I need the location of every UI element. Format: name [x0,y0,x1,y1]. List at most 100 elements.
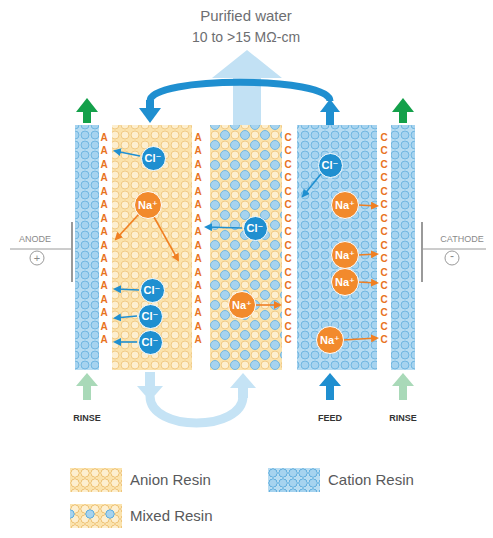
electrode-label: + [34,252,40,264]
membrane-letter: A [194,213,201,224]
ion-symbol: Na⁺ [335,250,355,261]
membrane-letter: A [100,321,107,332]
membrane-letter: A [194,267,201,278]
electrode-label: ANODE [19,235,51,245]
ion-circle: Cl⁻ [243,216,268,241]
ion-symbol: Na⁺ [138,200,158,211]
legend-swatch [268,468,320,492]
electrode-label: CATHODE [440,235,483,245]
membrane-letter: A [194,240,201,251]
membrane-letter: A [100,226,107,237]
ion-symbol: Na⁺ [320,335,340,346]
membrane-letter: C [284,240,291,251]
membrane-letter: C [284,186,291,197]
membrane-letter: A [194,145,201,156]
electrode-label: - [450,250,454,263]
membrane-letter: A [100,267,107,278]
membrane-letter: A [194,226,201,237]
membrane-letter: A [100,334,107,345]
membrane-letter: A [194,253,201,264]
membrane-letter: A [100,213,107,224]
ion-circle: Cl⁻ [138,304,163,329]
membrane-letter: A [100,132,107,143]
membrane-letter: C [284,159,291,170]
legend-swatch [70,468,122,492]
membrane-letter: A [100,294,107,305]
membrane-letter: C [380,240,387,251]
output-label: Purified water [200,8,292,25]
ion-circle: Na⁺ [316,326,344,354]
membrane-letter: A [100,186,107,197]
membrane-letter: A [194,186,201,197]
membrane-letter: A [194,321,201,332]
ion-symbol: Cl⁻ [145,153,162,164]
inlet-label: RINSE [389,414,417,424]
ion-circle: Cl⁻ [140,278,165,303]
inlet-label: RINSE [73,414,101,424]
ion-circle: Na⁺ [331,241,359,269]
ion-symbol: Cl⁻ [144,285,161,296]
membrane-letter: A [194,199,201,210]
membrane-letter: A [100,172,107,183]
membrane-letter: A [194,280,201,291]
membrane-letter: C [284,172,291,183]
membrane-letter: C [284,226,291,237]
membrane-letter: A [100,159,107,170]
membrane-letter: C [380,321,387,332]
ion-circle: Na⁺ [331,268,359,296]
membrane-letter: C [380,213,387,224]
ion-circle: Na⁺ [331,191,359,219]
membrane-letter: C [284,253,291,264]
membrane-letter: A [194,294,201,305]
membrane-letter: C [380,334,387,345]
legend-text: Mixed Resin [130,508,213,525]
ion-circle: Cl⁻ [138,330,163,355]
inlet-label: FEED [318,414,342,424]
membrane-letter: C [284,267,291,278]
membrane-letter: A [100,307,107,318]
membrane-letter: C [380,186,387,197]
membrane-letter: C [284,307,291,318]
ion-circle: Na⁺ [134,191,162,219]
ion-symbol: Na⁺ [335,200,355,211]
output-label: 10 to >15 MΩ-cm [192,30,300,45]
membrane-letter: C [380,294,387,305]
legend-text: Anion Resin [130,472,211,489]
membrane-letter: A [194,307,201,318]
membrane-letter: A [100,199,107,210]
legend-text: Cation Resin [328,472,414,489]
membrane-letter: A [194,132,201,143]
membrane-letter: C [380,145,387,156]
ion-symbol: Cl⁻ [322,160,339,171]
membrane-letter: A [194,159,201,170]
membrane-letter: C [380,307,387,318]
membrane-letter: A [100,145,107,156]
membrane-letter: C [380,280,387,291]
membrane-letter: A [100,240,107,251]
membrane-letter: C [284,199,291,210]
membrane-letter: C [380,267,387,278]
membrane-letter: C [380,132,387,143]
membrane-letter: C [380,199,387,210]
membrane-letter: A [194,172,201,183]
membrane-letter: C [284,334,291,345]
ion-symbol: Cl⁻ [142,337,159,348]
ion-symbol: Na⁺ [335,277,355,288]
membrane-letter: C [380,253,387,264]
membrane-letter: C [284,132,291,143]
membrane-letter: C [284,213,291,224]
membrane-letter: C [284,321,291,332]
membrane-letter: C [284,294,291,305]
ion-circle: Cl⁻ [318,153,343,178]
ion-symbol: Cl⁻ [142,311,159,322]
ion-circle: Na⁺ [228,291,256,319]
legend-swatch [70,504,122,528]
ion-symbol: Cl⁻ [247,223,264,234]
membrane-letter: C [284,280,291,291]
membrane-letter: C [380,159,387,170]
membrane-letter: A [100,253,107,264]
ion-circle: Cl⁻ [141,146,166,171]
membrane-letter: C [380,226,387,237]
